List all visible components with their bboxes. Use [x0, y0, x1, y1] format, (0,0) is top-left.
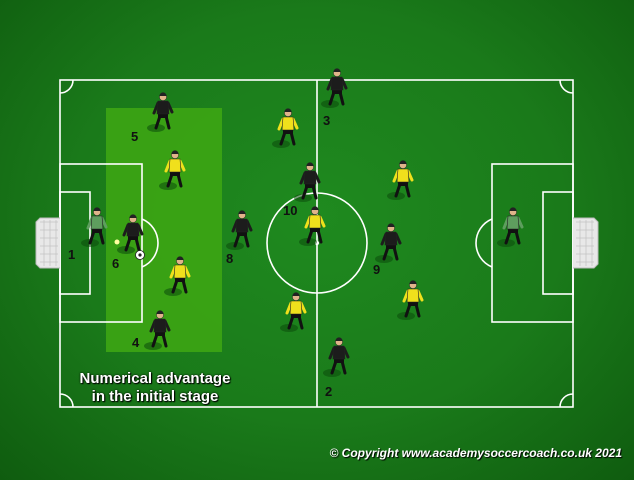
player-yellow-c [270, 106, 299, 150]
left-penalty-arc [141, 218, 159, 268]
label-10: 10 [283, 203, 297, 218]
right-goal [573, 217, 599, 269]
right-goal-area [542, 191, 574, 295]
label-4: 4 [132, 335, 140, 350]
caption: Numerical advantage in the initial stage [70, 370, 240, 406]
player-yellow-g [395, 278, 424, 322]
player-black-3 [319, 66, 348, 110]
label-3: 3 [323, 113, 330, 128]
copyright-notice: © Copyright www.academysoccercoach.co.uk… [329, 446, 622, 460]
small-marker [114, 239, 120, 245]
label-8: 8 [226, 251, 233, 266]
player-yellow-d [297, 204, 326, 248]
label-5: 5 [131, 129, 138, 144]
player-yellow-e [278, 290, 307, 334]
label-9: 9 [373, 262, 380, 277]
player-black-9 [373, 221, 402, 265]
center-circle [266, 192, 368, 294]
player-black-8 [224, 208, 253, 252]
goalkeeper-right [495, 205, 524, 249]
caption-line-2: in the initial stage [91, 388, 219, 405]
player-yellow-f [385, 158, 414, 202]
highlighted-zone [106, 108, 222, 352]
caption-line-1: Numerical advantage [79, 370, 231, 387]
label-6: 6 [112, 256, 119, 271]
label-2: 2 [325, 384, 332, 399]
ball [135, 250, 145, 260]
label-1: 1 [68, 247, 75, 262]
right-penalty-arc [475, 218, 493, 268]
goalkeeper-left [79, 205, 108, 249]
player-black-10 [292, 160, 321, 204]
left-goal [35, 217, 60, 269]
player-black-2 [321, 335, 350, 379]
position-labels: 1 6 5 4 8 3 10 9 2 [68, 113, 380, 399]
